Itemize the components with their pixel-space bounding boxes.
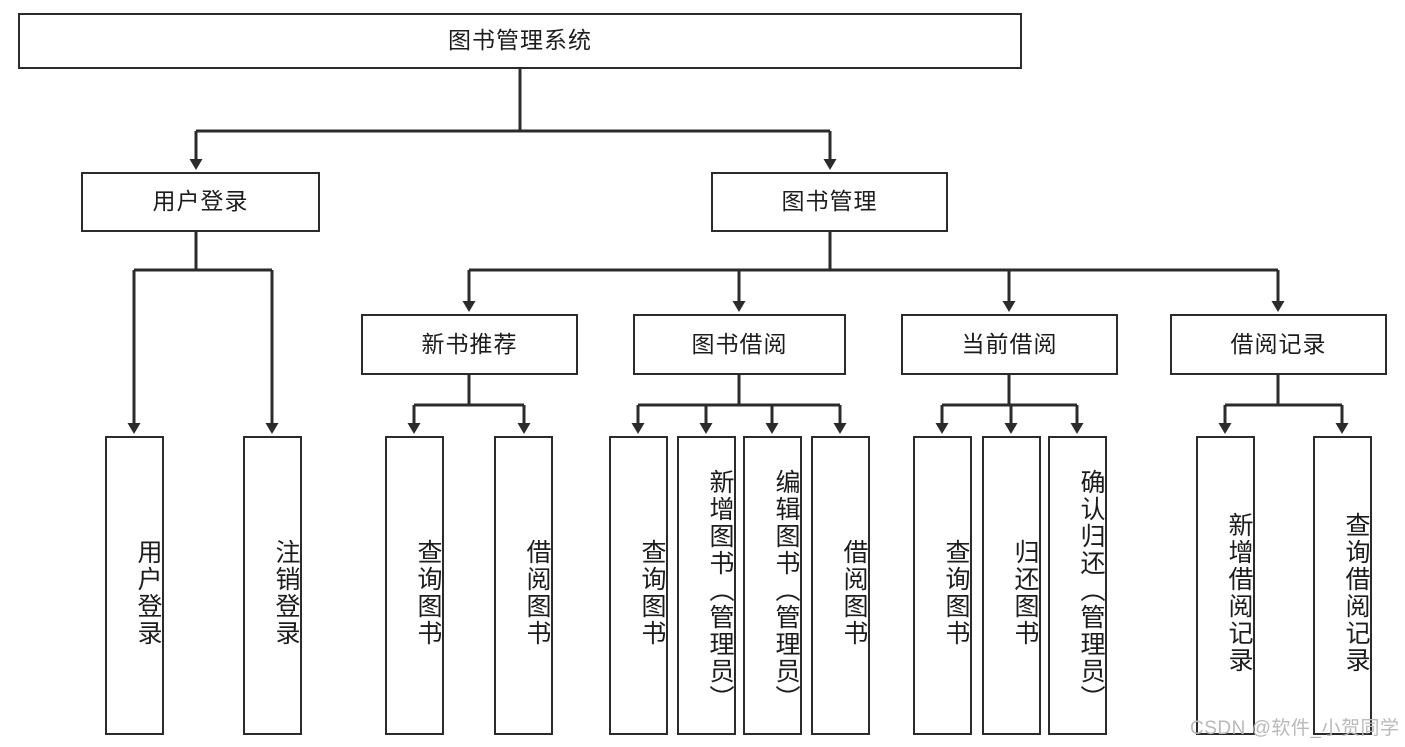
leaf-add-borrow-record[interactable]: 新增借阅记录 — [1196, 436, 1255, 735]
node-book-borrow[interactable]: 图书借阅 — [633, 314, 846, 375]
node-borrow-record[interactable]: 借阅记录 — [1170, 314, 1387, 375]
leaf-query-book-current[interactable]: 查询图书 — [913, 436, 972, 735]
leaf-query-book-borrow[interactable]: 查询图书 — [609, 436, 668, 735]
leaf-borrow-book-recommend[interactable]: 借阅图书 — [494, 436, 553, 735]
leaf-query-book-recommend[interactable]: 查询图书 — [385, 436, 444, 735]
node-new-book-recommend[interactable]: 新书推荐 — [361, 314, 578, 375]
leaf-add-book-admin[interactable]: 新增图书（管理员） — [677, 436, 736, 735]
leaf-borrow-book-borrow[interactable]: 借阅图书 — [811, 436, 870, 735]
leaf-edit-book-admin[interactable]: 编辑图书（管理员） — [743, 436, 802, 735]
csdn-watermark: CSDN @软件_小贺同学 — [1190, 718, 1400, 739]
node-current-borrow[interactable]: 当前借阅 — [901, 314, 1118, 375]
leaf-confirm-return-admin[interactable]: 确认归还（管理员） — [1048, 436, 1107, 735]
leaf-logout-login[interactable]: 注销登录 — [243, 436, 302, 735]
node-user-login[interactable]: 用户登录 — [81, 172, 320, 232]
leaf-return-book[interactable]: 归还图书 — [982, 436, 1041, 735]
node-book-manage[interactable]: 图书管理 — [711, 172, 948, 232]
leaf-query-borrow-record[interactable]: 查询借阅记录 — [1313, 436, 1372, 735]
node-root-system[interactable]: 图书管理系统 — [18, 13, 1022, 69]
leaf-user-login[interactable]: 用户登录 — [105, 436, 164, 735]
